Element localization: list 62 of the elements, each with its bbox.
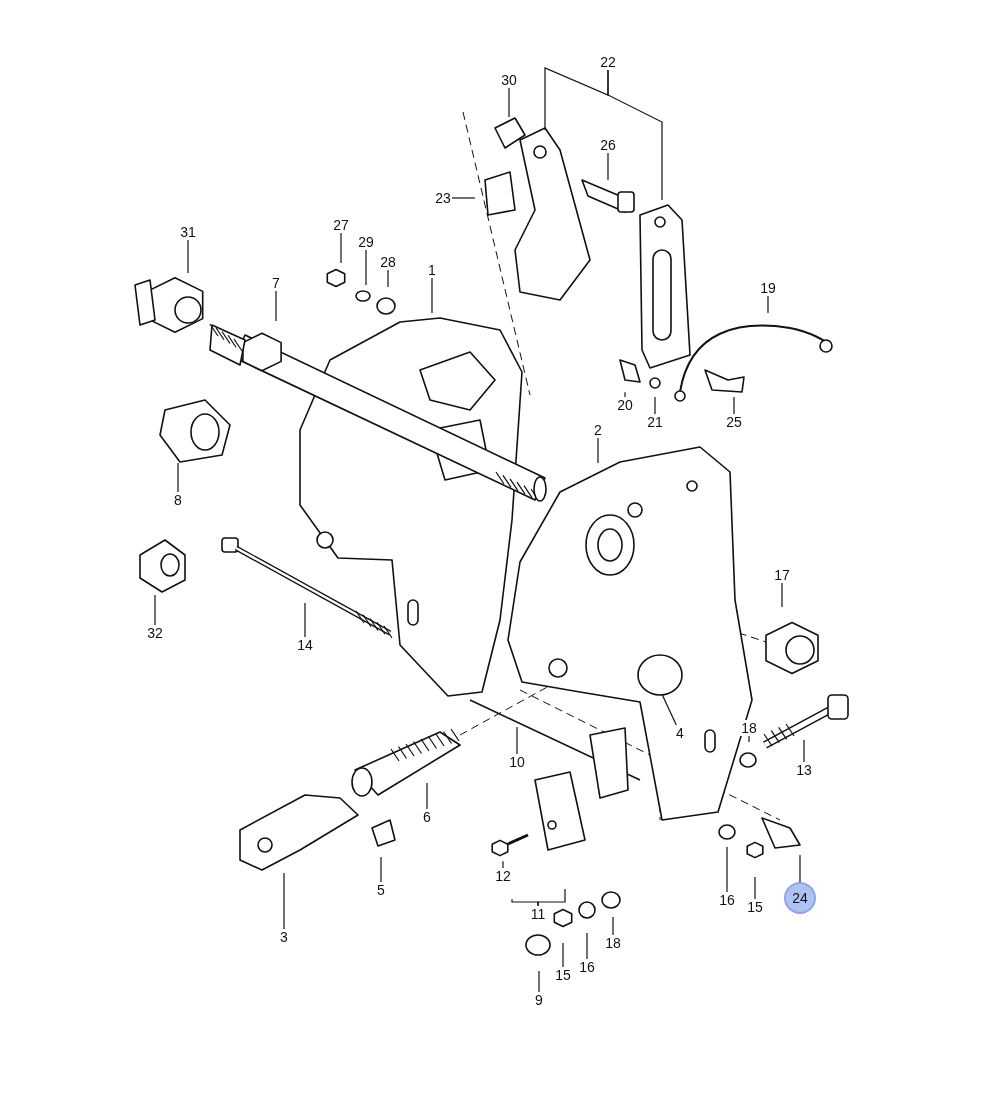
callout-number: 14 (296, 637, 314, 653)
leader-line (607, 69, 663, 201)
callout-number: 15 (554, 967, 572, 983)
leader-line (754, 876, 756, 900)
leader-line (177, 462, 179, 493)
leader-line (781, 582, 783, 608)
callout-number: 18 (604, 935, 622, 951)
leader-line (597, 437, 599, 464)
callout-number: 28 (379, 254, 397, 270)
leader-line (304, 602, 306, 638)
leader-line (502, 860, 504, 869)
leader-line (624, 391, 626, 398)
leader-line (380, 856, 382, 883)
leader-line (387, 269, 389, 288)
leader-line (340, 232, 342, 264)
callout-number: 11 (529, 906, 547, 922)
callout-number: 31 (179, 224, 197, 240)
leader-line (537, 888, 566, 907)
leader-line (451, 197, 476, 199)
leader-line (726, 846, 728, 893)
callout-number: 12 (494, 868, 512, 884)
callout-number: 24 (784, 882, 816, 914)
callout-number: 26 (599, 137, 617, 153)
callout-number: 10 (508, 754, 526, 770)
callout-number: 19 (759, 280, 777, 296)
callout-number: 15 (746, 899, 764, 915)
callout-number: 13 (795, 762, 813, 778)
leader-line (275, 290, 277, 322)
callout-number: 32 (146, 625, 164, 641)
callout-number: 22 (599, 54, 617, 70)
leader-line (187, 239, 189, 274)
leader-line (431, 277, 433, 314)
leader-line (562, 942, 564, 968)
leader-line (799, 854, 801, 883)
leader-line (607, 152, 609, 181)
callout-number: 25 (725, 414, 743, 430)
callout-number: 30 (500, 72, 518, 88)
leader-line (283, 872, 285, 930)
callout-number: 23 (434, 190, 452, 206)
leader-line (586, 932, 588, 960)
leader-line (803, 739, 805, 763)
callout-number: 16 (718, 892, 736, 908)
leader-line (538, 970, 540, 993)
callout-number: 27 (332, 217, 350, 233)
callout-number: 17 (773, 567, 791, 583)
leader-line (544, 67, 609, 131)
callout-number: 20 (616, 397, 634, 413)
leader-line (508, 87, 510, 118)
callout-number: 18 (740, 720, 758, 736)
leader-line (767, 295, 769, 314)
leader-line (516, 726, 518, 755)
leader-line (426, 782, 428, 810)
callout-number: 16 (578, 959, 596, 975)
callout-number: 21 (646, 414, 664, 430)
leader-line (733, 396, 735, 415)
leader-line (612, 916, 614, 936)
callout-number: 29 (357, 234, 375, 250)
leader-line (748, 735, 750, 743)
leader-line (654, 396, 656, 415)
leader-line (154, 594, 156, 626)
leader-line (661, 693, 677, 726)
leader-line (365, 249, 367, 286)
